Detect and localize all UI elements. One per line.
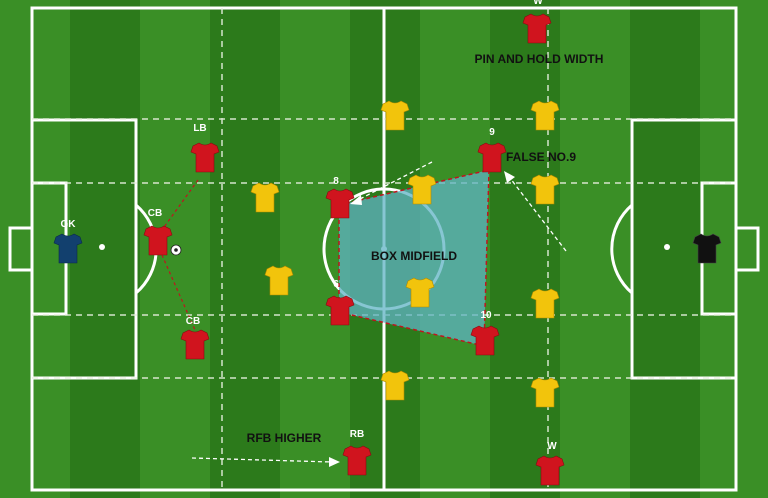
- label-6: 6: [333, 279, 339, 290]
- ball-icon: [170, 244, 182, 256]
- annotation-false-nine: FALSE NO.9: [506, 150, 576, 164]
- label-gk: GK: [61, 219, 77, 230]
- annotation-rfb-higher: RFB HIGHER: [247, 431, 322, 445]
- movement-arrows: [191, 161, 567, 463]
- label-cb-bottom: CB: [186, 316, 200, 327]
- label-9: 9: [489, 127, 495, 138]
- label-10: 10: [480, 310, 492, 321]
- defensive-shape-lines: [161, 179, 199, 331]
- annotation-box-midfield: BOX MIDFIELD: [371, 249, 457, 263]
- label-w-bottom: W: [547, 441, 557, 452]
- label-cb-top: CB: [148, 208, 162, 219]
- annotation-pin-width: PIN AND HOLD WIDTH: [475, 52, 604, 66]
- label-rb: RB: [350, 429, 364, 440]
- label-w-top: W: [533, 0, 543, 7]
- label-lb: LB: [193, 123, 206, 134]
- label-8: 8: [333, 176, 339, 187]
- arrow-heads: [329, 171, 515, 467]
